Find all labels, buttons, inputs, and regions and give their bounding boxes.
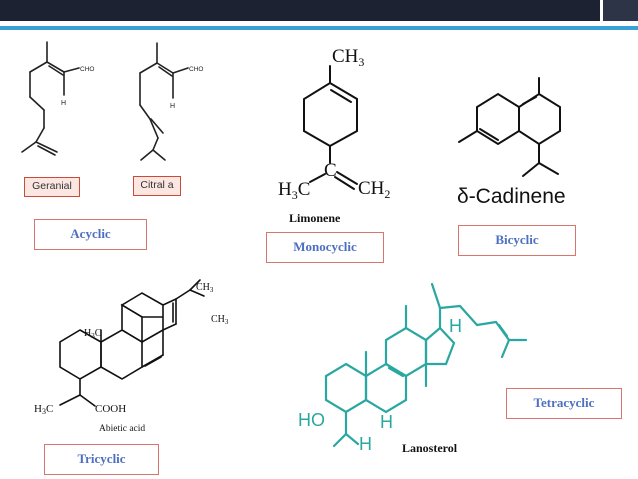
limonene-h3c-label: H3C [278, 179, 310, 202]
category-tetracyclic: Tetracyclic [506, 388, 622, 419]
category-acyclic: Acyclic [34, 219, 147, 250]
lanosterol-h-top: H [449, 316, 462, 336]
header-accent-line [0, 26, 638, 30]
category-tricyclic: Tricyclic [44, 444, 159, 475]
geranial-structure [21, 41, 80, 156]
header-bar [0, 0, 638, 21]
category-bicyclic: Bicyclic [458, 225, 576, 256]
lanosterol-h-mid: H [380, 412, 393, 432]
abietic-h3c-label: H3C [84, 328, 102, 340]
abietic-ch3-top: CH3 [196, 282, 214, 294]
geranial-cho-label: CHO [80, 66, 94, 73]
category-monocyclic: Monocyclic [266, 232, 384, 263]
header-accent-block [600, 0, 638, 21]
limonene-ch3-label: CH3 [332, 46, 364, 69]
lanosterol-name: Lanosterol [402, 441, 458, 455]
abietic-ch3-right: CH3 [211, 314, 229, 326]
lanosterol-structure [324, 282, 528, 448]
limonene-structure [303, 65, 358, 190]
citral-structure [139, 42, 189, 161]
citral-cho-label: CHO [189, 66, 203, 73]
abietic-acid-structure [59, 279, 205, 407]
citral-h-label: H [170, 103, 175, 110]
geranial-tag: Geranial [24, 177, 80, 197]
limonene-ch2-label: CH2 [358, 178, 390, 201]
lanosterol-h-bottom: H [359, 434, 372, 454]
limonene-name: Limonene [289, 211, 341, 225]
geranial-h-label: H [61, 100, 66, 107]
citral-tag: Citral a [133, 176, 181, 196]
lanosterol-ho-label: HO [298, 410, 325, 430]
abietic-h3c-bottom: H3C [34, 403, 53, 416]
abietic-acid-name: Abietic acid [99, 424, 145, 434]
cadinene-structure [458, 77, 561, 177]
limonene-c-label: C [324, 160, 337, 181]
cadinene-name: δ-Cadinene [457, 185, 566, 208]
abietic-cooh-label: COOH [95, 403, 126, 415]
